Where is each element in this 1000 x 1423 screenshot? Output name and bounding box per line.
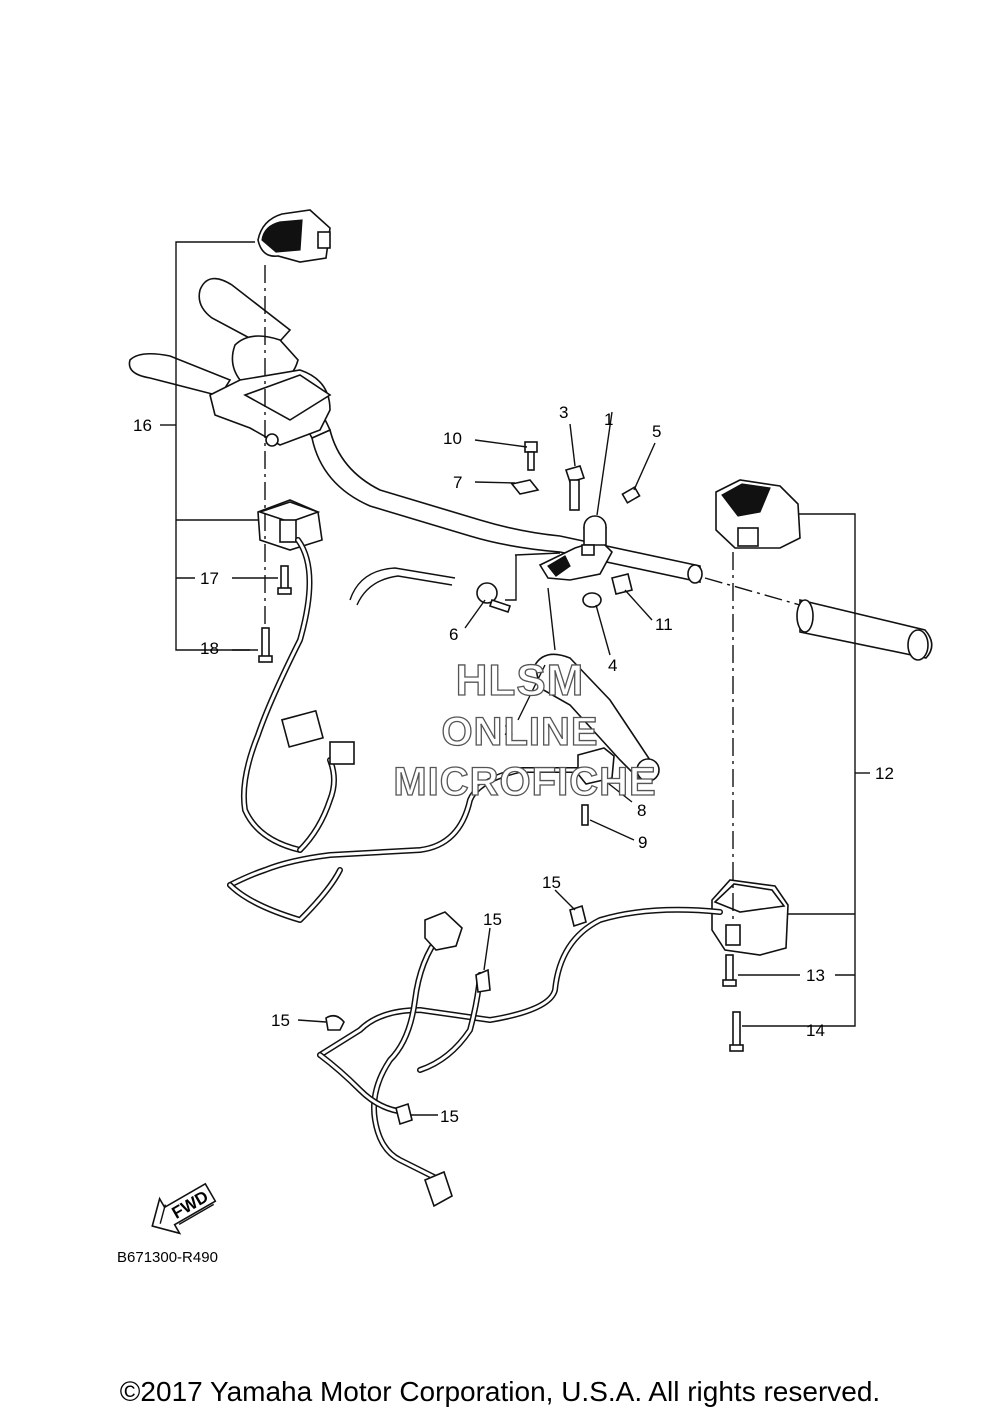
handlebar [248, 349, 933, 661]
callout-5: 5 [652, 422, 661, 441]
clutch-perch [349, 441, 660, 782]
callout-6: 6 [449, 625, 458, 644]
watermark-line-1: HLSM [456, 656, 585, 705]
right-switch-top [715, 479, 801, 549]
watermark-line-2: ONLINE [441, 710, 598, 754]
callout-labels: 1 2 3 4 5 6 7 8 9 10 11 12 13 14 15 15 1… [133, 403, 894, 1126]
callout-15: 15 [542, 873, 561, 892]
callout-7: 7 [453, 473, 462, 492]
right-screws [722, 552, 744, 1052]
callout-1: 1 [604, 410, 613, 429]
callout-15: 15 [271, 1011, 290, 1030]
callout-18: 18 [200, 639, 219, 658]
clutch-switch [577, 747, 615, 826]
callout-15: 15 [483, 910, 502, 929]
fwd-arrow: FWD [151, 1182, 217, 1235]
callout-2: 2 [504, 720, 513, 739]
callout-13: 13 [806, 966, 825, 985]
copyright-notice: ©2017 Yamaha Motor Corporation, U.S.A. A… [119, 1376, 881, 1407]
callout-4: 4 [608, 656, 617, 675]
callout-9: 9 [638, 833, 647, 852]
watermark: HLSM ONLINE MICROFICHE [393, 655, 657, 804]
drawing-code: B671300-R490 [117, 1249, 218, 1266]
callout-14: 14 [806, 1021, 825, 1040]
left-screws [258, 265, 292, 663]
callout-15: 15 [440, 1107, 459, 1126]
right-switch-bottom [711, 879, 789, 956]
callout-10: 10 [443, 429, 462, 448]
left-switch-bottom [257, 499, 323, 551]
callout-3: 3 [559, 403, 568, 422]
left-lever-assembly [128, 277, 332, 447]
callout-11: 11 [655, 615, 673, 634]
callout-12: 12 [875, 764, 894, 783]
callout-16: 16 [133, 416, 152, 435]
callout-8: 8 [637, 801, 646, 820]
callout-17: 17 [200, 569, 219, 588]
watermark-line-3: MICROFICHE [393, 760, 656, 804]
leader-lines [160, 241, 870, 1116]
wire-harness [227, 537, 723, 1208]
left-switch-top [257, 209, 331, 263]
